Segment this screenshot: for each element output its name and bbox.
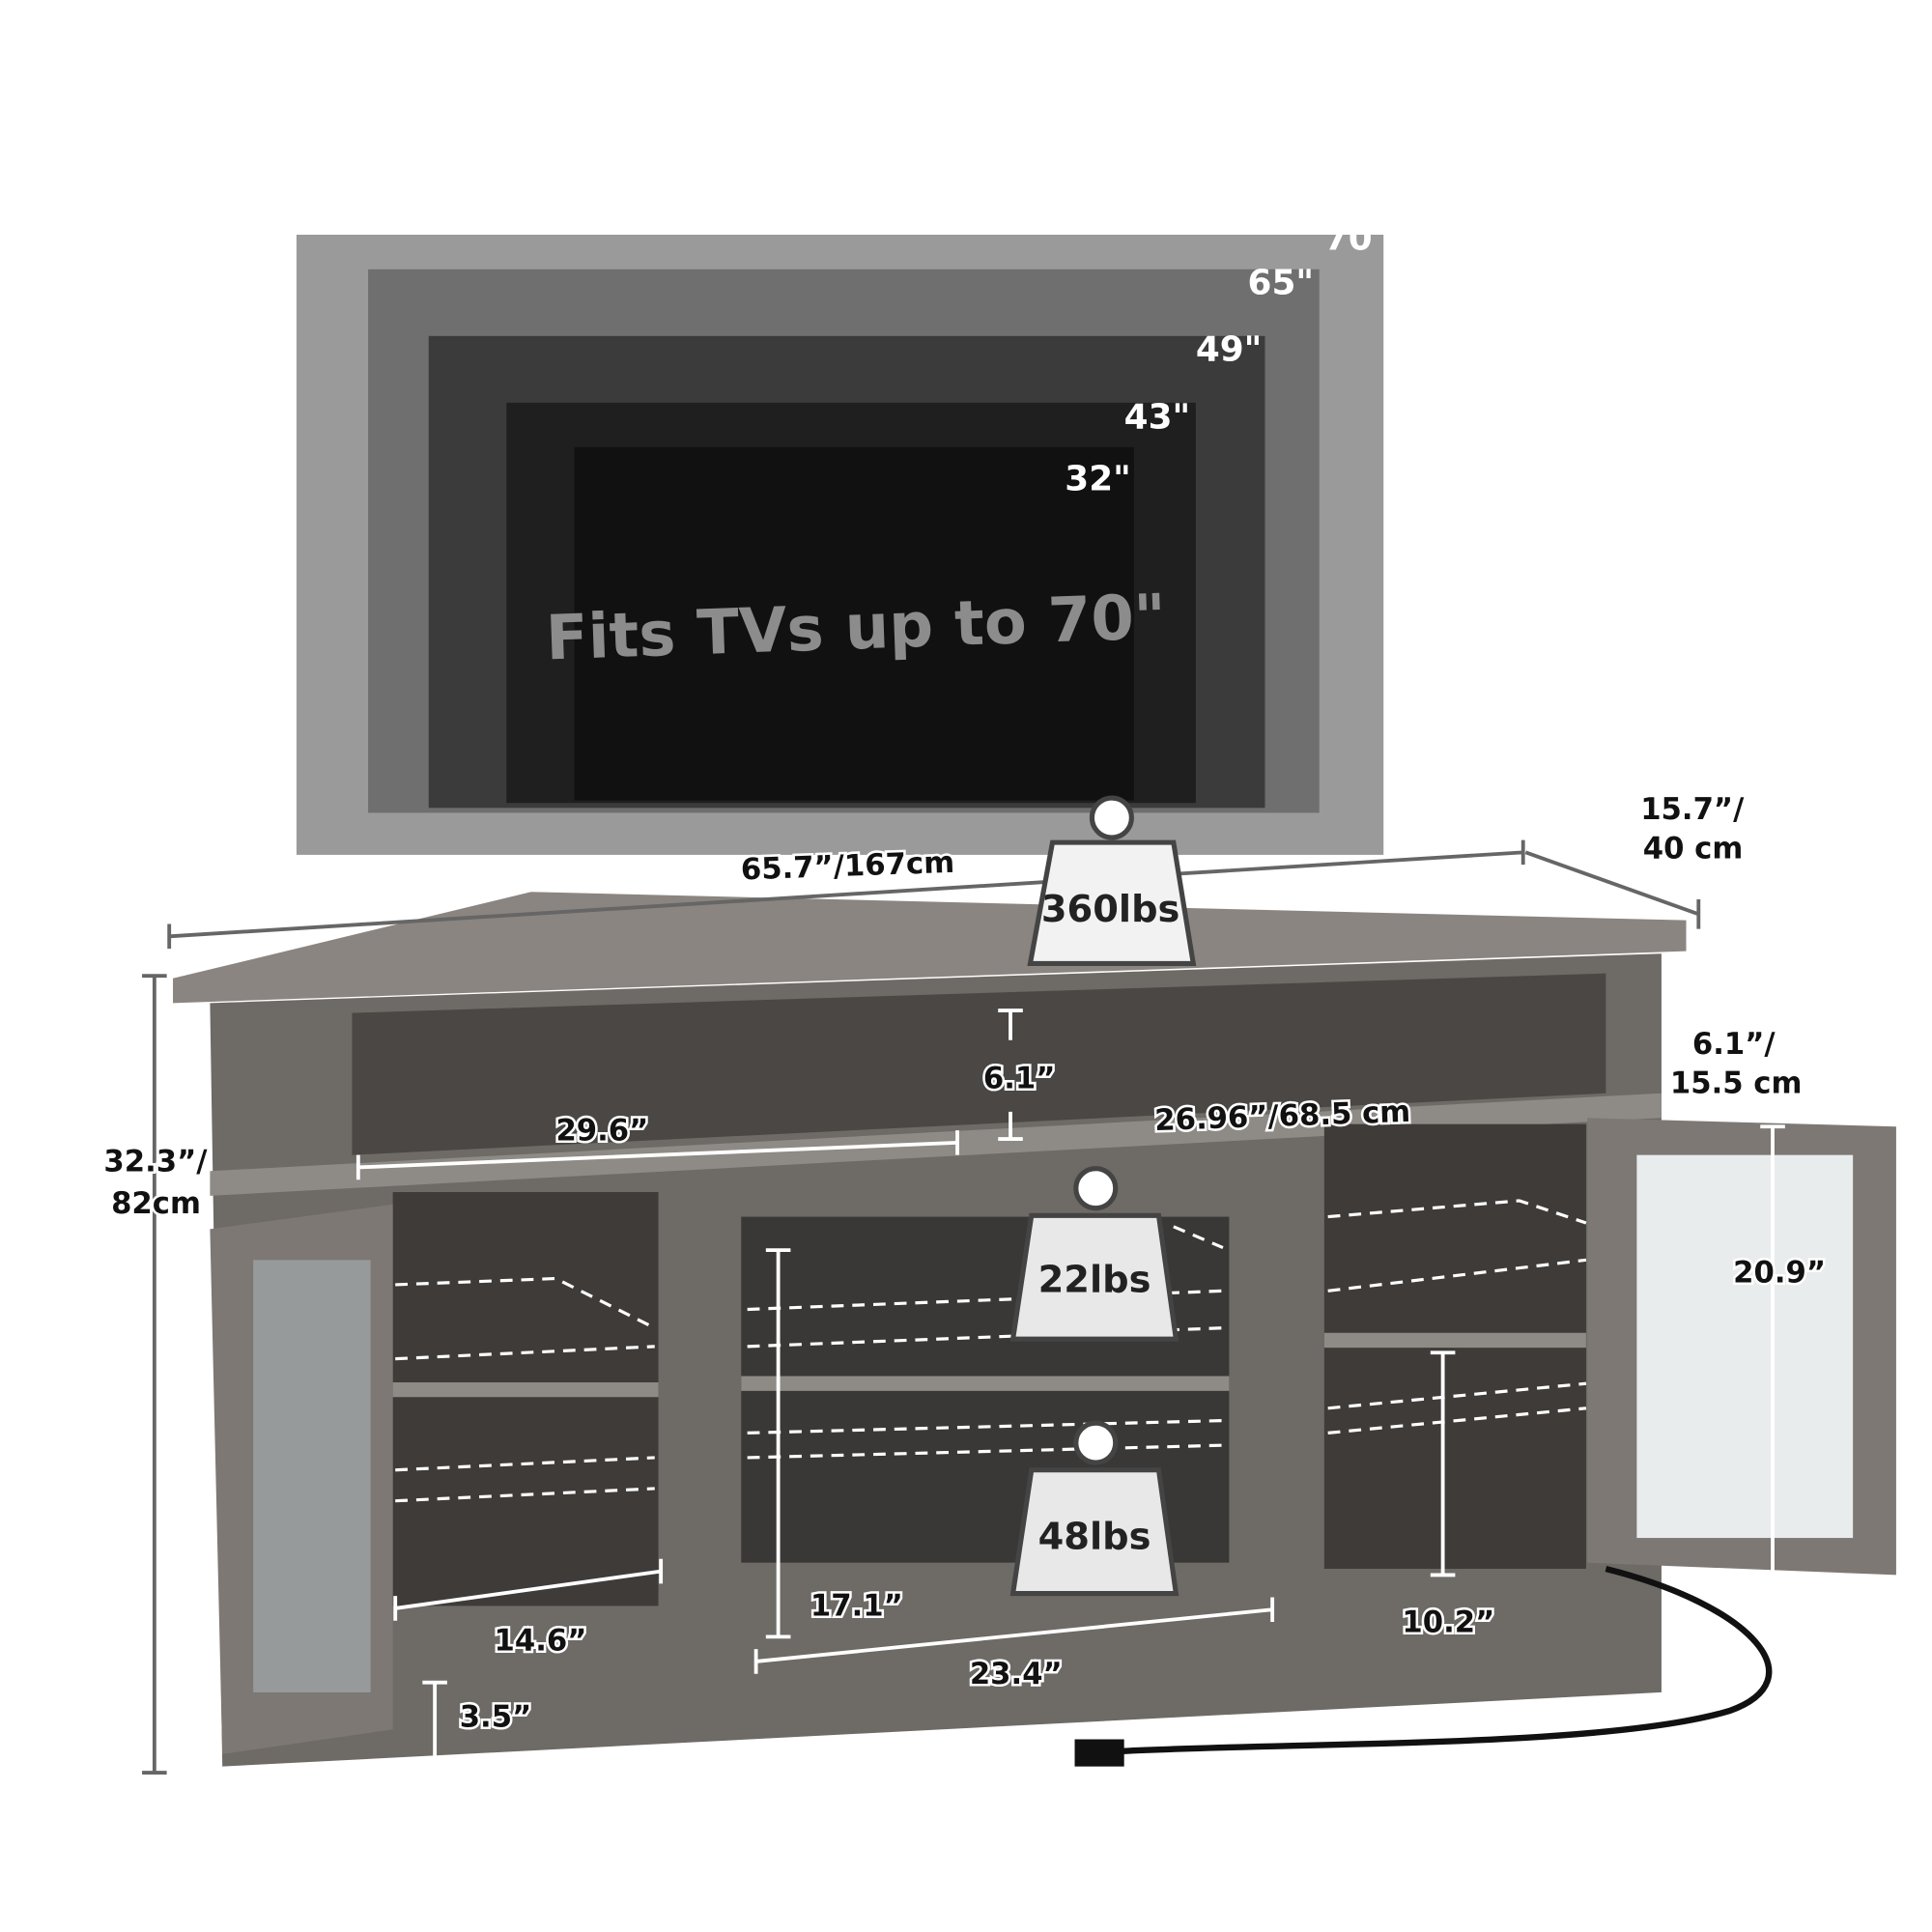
tv-32 — [574, 446, 1134, 801]
leg-height-label: 3.5” — [460, 1701, 532, 1735]
bottom-weight-label: 48lbs — [1038, 1516, 1151, 1559]
tv-stand — [173, 892, 1896, 1767]
weight-icon-shelf: 22lbs — [1009, 1166, 1179, 1342]
weight-icon-top: 360lbs — [1027, 795, 1197, 966]
door-depth-label-line2: 15.5 cm — [1670, 1067, 1803, 1101]
center-width-label: 23.4” — [970, 1658, 1063, 1691]
weight-icon-bottom: 48lbs — [1009, 1420, 1179, 1597]
height-label-line2: 82cm — [111, 1187, 201, 1221]
top-weight-label: 360lbs — [1041, 888, 1180, 931]
door-depth-label-line1: 6.1”/ — [1692, 1028, 1776, 1062]
tv-size-comparison: 70" 65" 49" 43" 32" Fits TVs up to 70" — [296, 218, 1390, 855]
shelf-weight-label: 22lbs — [1038, 1259, 1151, 1302]
width-label: 65.7”/167cm — [740, 846, 954, 888]
tv-size-label-32: 32" — [1065, 460, 1130, 499]
tv-size-label-43: 43" — [1124, 398, 1190, 438]
power-cord — [1111, 1565, 1773, 1755]
depth-label-line1: 15.7”/ — [1640, 793, 1745, 827]
power-plug-icon — [1074, 1739, 1124, 1767]
tv-size-label-70: 70" — [1324, 218, 1390, 258]
left-cabinet-width-label: 14.6” — [495, 1624, 587, 1658]
center-height-label: 17.1” — [810, 1590, 903, 1624]
height-label-line1: 32.3”/ — [103, 1145, 208, 1179]
dimension-lines — [142, 839, 1785, 1775]
door-height-label: 20.9” — [1733, 1256, 1826, 1290]
tv-size-label-65: 65" — [1248, 263, 1314, 302]
tv-size-label-49: 49" — [1196, 329, 1262, 369]
open-shelf-height-label: 6.1” — [983, 1063, 1056, 1096]
depth-label-line2: 40 cm — [1643, 833, 1744, 867]
left-open-shelf-width-label: 29.6” — [555, 1114, 648, 1148]
right-cabinet-height-label: 10.2” — [1402, 1605, 1494, 1639]
